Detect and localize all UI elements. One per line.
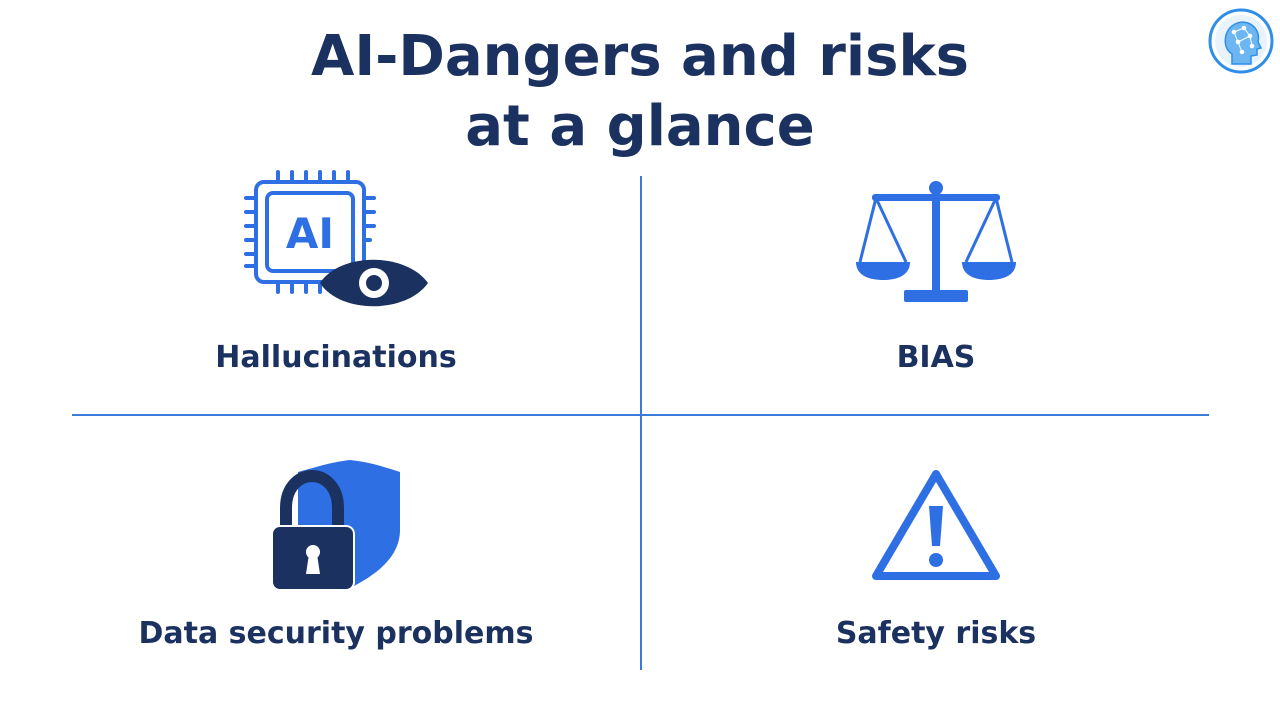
label-data-security: Data security problems (138, 616, 534, 651)
chip-label: AI (286, 209, 334, 258)
page-title-line-1: AI-Dangers and risks (310, 24, 970, 89)
vertical-divider (640, 176, 642, 670)
ai-chip-eye-icon: AI (244, 170, 428, 307)
page-title: AI-Dangers and risks at a glance (0, 22, 1280, 162)
horizontal-divider (72, 414, 1209, 416)
label-bias: BIAS (896, 340, 976, 375)
label-safety-risks: Safety risks (835, 616, 1037, 651)
label-hallucinations: Hallucinations (215, 340, 457, 375)
warning-triangle-icon (872, 470, 1000, 580)
page-title-line-2: at a glance (465, 94, 815, 159)
ai-head-logo-icon (1208, 8, 1274, 74)
scales-icon (856, 181, 1016, 302)
shield-lock-icon (271, 460, 400, 591)
